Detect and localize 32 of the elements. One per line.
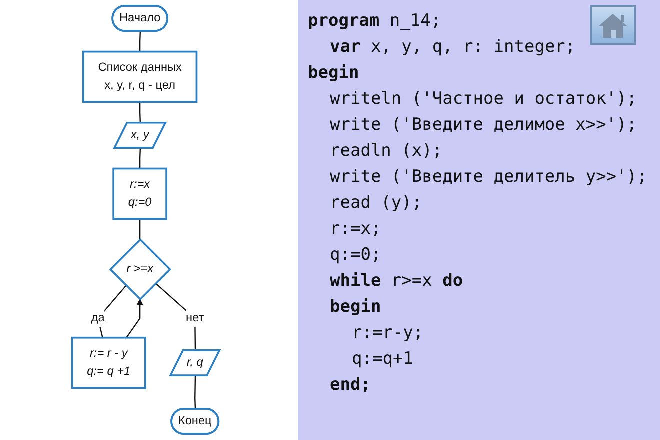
- terminal: Начало: [112, 5, 168, 32]
- connector-line: [155, 283, 196, 351]
- decision-diamond: r >=x: [109, 238, 172, 301]
- io-parallelogram: r, q: [169, 350, 222, 377]
- code-line: program n_14;: [308, 10, 442, 33]
- connector-line: [194, 376, 196, 410]
- edge-label: да: [91, 310, 105, 328]
- code-line: end;: [330, 374, 371, 397]
- code-line: r:=r-y;: [352, 322, 424, 345]
- code-line: readln (x);: [330, 140, 443, 163]
- connector-line: [139, 219, 141, 240]
- connector-line: [139, 102, 142, 124]
- code-line: write ('Введите делимое x>>');: [330, 114, 638, 137]
- code-line: q:=q+1: [352, 348, 414, 371]
- connector-line: [97, 285, 127, 338]
- code-line: begin: [308, 62, 360, 85]
- code-line: writeln ('Частное и остаток');: [330, 88, 638, 111]
- code-line: begin: [330, 296, 382, 319]
- arrow: [126, 299, 144, 338]
- code-line: write ('Введите делитель y>>');: [330, 166, 648, 189]
- edge-label: нет: [186, 310, 204, 328]
- connector-line: [139, 31, 142, 52]
- terminal: Конец: [170, 408, 220, 435]
- code-line: var x, y, q, r: integer;: [330, 36, 576, 59]
- connector-line: [139, 148, 142, 169]
- process-box: r:= r - y q:= q +1: [71, 336, 146, 390]
- data-box: Список данных x, y, r, q - цел: [82, 50, 198, 104]
- process-box: r:=x q:=0: [112, 168, 168, 220]
- code-line: read (y);: [330, 192, 422, 215]
- code-line: while r>=x do: [330, 270, 464, 293]
- code-line: q:=0;: [330, 244, 382, 267]
- code-line: r:=x;: [330, 218, 382, 241]
